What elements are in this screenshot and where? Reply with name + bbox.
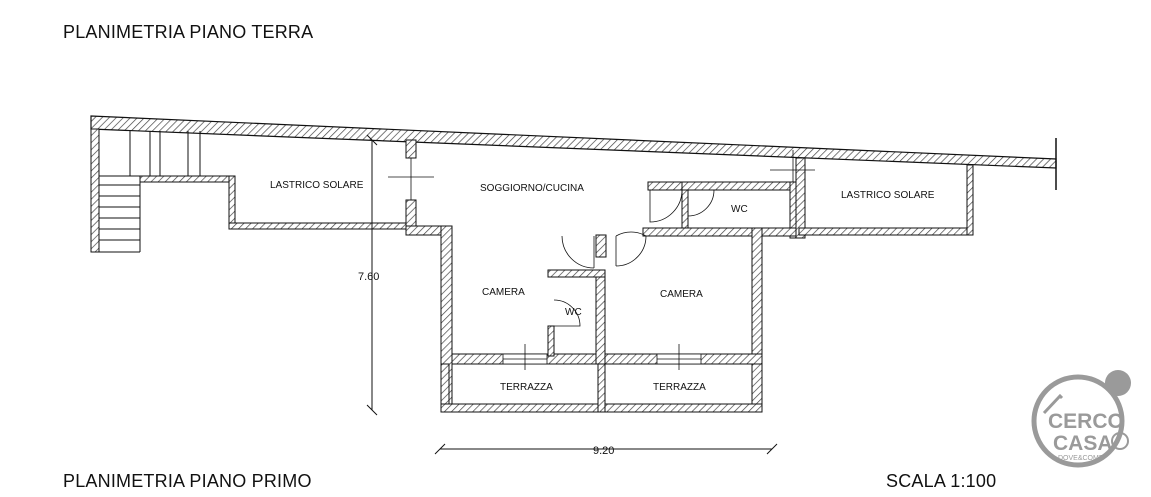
logo-dot-icon [1105,370,1131,396]
logo-tagline: DOVE&COME [1058,455,1104,462]
dimension-horizontal: 9.20 [593,445,614,457]
plan-title-ground-floor: PLANIMETRIA PIANO TERRA [63,22,314,42]
plan-title-first-floor: PLANIMETRIA PIANO PRIMO [63,471,312,491]
room-camera-left: CAMERA [482,287,525,298]
stair-structure [90,128,201,253]
room-lastrico-solare-left: LASTRICO SOLARE [270,180,364,191]
room-wc-top: WC [731,204,748,215]
roof-band [90,115,1057,190]
house-roof-icon [1042,393,1064,415]
logo-ring-icon [1031,374,1125,468]
soggiorno-walls [405,139,974,413]
location-pin-icon [1111,432,1129,450]
room-terrazza-left: TERRAZZA [500,382,553,393]
logo-word-casa: CASA [1053,432,1113,455]
windows [502,344,702,370]
cercocasa-logo: CERCO CASA DOVE&COME [1031,370,1131,468]
dimension-lines [366,134,778,455]
door-swings [553,189,715,327]
bedrooms-walls [440,269,763,413]
logo-word-cerco: CERCO [1048,410,1124,433]
room-camera-right: CAMERA [660,289,703,300]
room-soggiorno-cucina: SOGGIORNO/CUCINA [480,183,584,194]
dimension-vertical: 7.60 [358,271,379,283]
plan-scale: SCALA 1:100 [886,471,997,491]
reference-marks [388,150,815,200]
room-wc-small: WC [565,307,582,318]
room-terrazza-right: TERRAZZA [653,382,706,393]
room-lastrico-solare-right: LASTRICO SOLARE [841,190,935,201]
